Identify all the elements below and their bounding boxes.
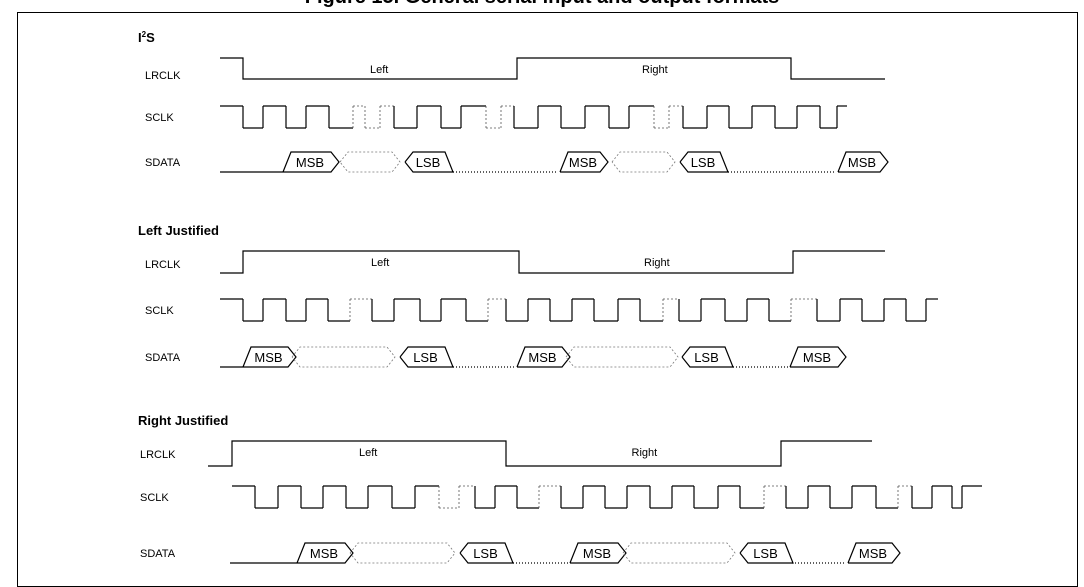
lsb-label: LSB bbox=[753, 546, 778, 561]
sdata-word-right-justified-3 bbox=[569, 542, 627, 564]
sdata-word-left-justified-4 bbox=[565, 346, 679, 368]
lrclk-waveform-i2s bbox=[220, 57, 885, 80]
sdata-word-left-justified-3 bbox=[516, 346, 571, 368]
lsb-label: LSB bbox=[416, 155, 441, 170]
sdata-word-left-justified-6 bbox=[789, 346, 847, 368]
lsb-label: LSB bbox=[473, 546, 498, 561]
right-channel-label: Right bbox=[642, 64, 668, 76]
lrclk-label: LRCLK bbox=[145, 70, 181, 82]
sdata-word-i2s-3 bbox=[559, 151, 609, 173]
sdata-word-right-justified-0 bbox=[296, 542, 354, 564]
sdata-word-left-justified-0 bbox=[242, 346, 297, 368]
sdata-word-left-justified-5 bbox=[681, 346, 734, 368]
sdata-word-right-justified-4 bbox=[622, 542, 736, 564]
lrclk-label: LRCLK bbox=[145, 259, 181, 271]
sclk-label: SCLK bbox=[140, 492, 169, 504]
sdata-label: SDATA bbox=[145, 352, 181, 364]
msb-label: MSB bbox=[848, 155, 876, 170]
sdata-word-left-justified-1 bbox=[291, 346, 396, 368]
sdata-word-i2s-2 bbox=[404, 151, 454, 173]
right-channel-label: Right bbox=[632, 447, 658, 459]
sdata-word-i2s-4 bbox=[611, 151, 676, 173]
sdata-word-i2s-6 bbox=[837, 151, 889, 173]
section-title-sup: 2 bbox=[142, 30, 147, 39]
sdata-word-i2s-0 bbox=[282, 151, 340, 173]
lsb-label: LSB bbox=[691, 155, 716, 170]
msb-label: MSB bbox=[310, 546, 338, 561]
sdata-label: SDATA bbox=[145, 157, 181, 169]
sdata-word-i2s-1 bbox=[339, 151, 401, 173]
sclk-label: SCLK bbox=[145, 305, 174, 317]
left-channel-label: Left bbox=[359, 447, 377, 459]
msb-label: MSB bbox=[296, 155, 324, 170]
msb-label: MSB bbox=[528, 350, 556, 365]
lrclk-label: LRCLK bbox=[140, 449, 176, 461]
sdata-label: SDATA bbox=[140, 548, 176, 560]
msb-label: MSB bbox=[569, 155, 597, 170]
sdata-word-right-justified-5 bbox=[739, 542, 794, 564]
sdata-word-right-justified-2 bbox=[459, 542, 514, 564]
section-title-left-justified: Left Justified bbox=[138, 223, 219, 238]
sdata-word-i2s-5 bbox=[679, 151, 729, 173]
sdata-word-right-justified-1 bbox=[349, 542, 456, 564]
msb-label: MSB bbox=[254, 350, 282, 365]
sdata-word-right-justified-6 bbox=[847, 542, 901, 564]
section-title-rest: S bbox=[146, 30, 155, 45]
lrclk-waveform-left-justified bbox=[220, 250, 885, 274]
sdata-word-left-justified-2 bbox=[399, 346, 454, 368]
msb-label: MSB bbox=[803, 350, 831, 365]
left-channel-label: Left bbox=[370, 64, 388, 76]
right-channel-label: Right bbox=[644, 257, 670, 269]
left-channel-label: Left bbox=[371, 257, 389, 269]
section-title-right-justified: Right Justified bbox=[138, 413, 228, 428]
figure-title: Figure 15. General serial input and outp… bbox=[0, 0, 1084, 10]
sclk-label: SCLK bbox=[145, 112, 174, 124]
msb-label: MSB bbox=[859, 546, 887, 561]
lrclk-waveform-right-justified bbox=[208, 440, 872, 467]
section-title-i2s: I2S bbox=[138, 30, 155, 45]
section-title-main: I bbox=[138, 30, 142, 45]
lsb-label: LSB bbox=[694, 350, 719, 365]
lsb-label: LSB bbox=[413, 350, 438, 365]
msb-label: MSB bbox=[583, 546, 611, 561]
